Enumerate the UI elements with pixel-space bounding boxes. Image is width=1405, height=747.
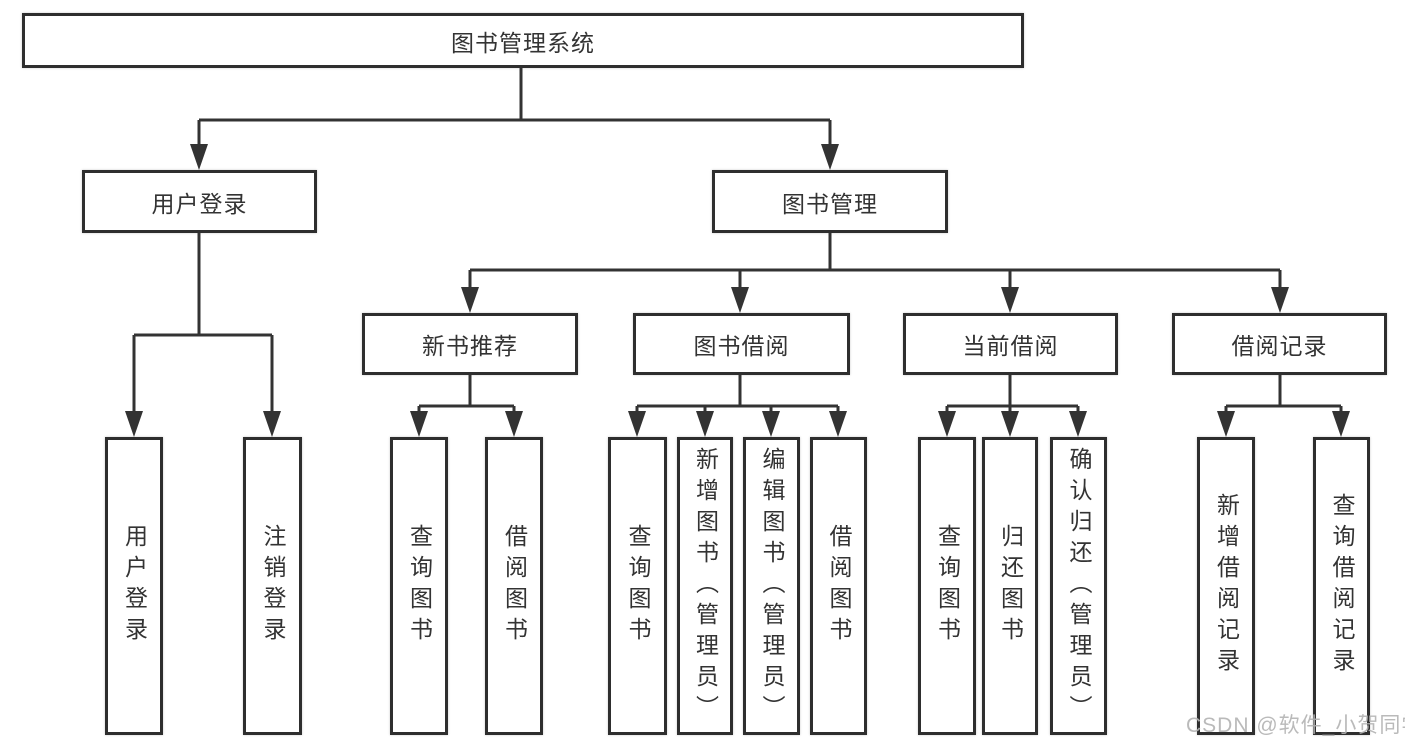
leaf-borrow-books: 借阅图书 xyxy=(810,437,867,735)
leaf-query-books-current: 查询图书 xyxy=(918,437,976,735)
node-label: 图书借阅 xyxy=(693,333,790,359)
leaf-confirm-return-admin: 确认归还（管理员） xyxy=(1050,437,1107,735)
leaf-logout: 注销登录 xyxy=(243,437,302,735)
node-label: 新增图书（管理员） xyxy=(692,446,719,726)
node-label: 查询图书 xyxy=(625,524,651,648)
leaf-query-books-recommend: 查询图书 xyxy=(390,437,448,735)
leaf-user-login: 用户登录 xyxy=(105,437,163,735)
leaf-edit-books-admin: 编辑图书（管理员） xyxy=(743,437,800,735)
node-book-borrowing: 图书借阅 xyxy=(633,313,850,375)
node-label: 新增借阅记录 xyxy=(1213,493,1240,679)
node-label: 图书管理 xyxy=(782,190,878,217)
node-book-management: 图书管理 xyxy=(712,170,948,233)
leaf-return-books: 归还图书 xyxy=(982,437,1038,735)
node-label: 当前借阅 xyxy=(962,333,1059,359)
node-label: 查询图书 xyxy=(406,524,433,648)
node-label: 确认归还（管理员） xyxy=(1066,446,1092,726)
node-label: 图书管理系统 xyxy=(451,29,595,56)
node-label: 注销登录 xyxy=(260,524,286,648)
leaf-borrow-books-recommend: 借阅图书 xyxy=(485,437,543,735)
leaf-query-borrow-record: 查询借阅记录 xyxy=(1313,437,1370,735)
node-library-management-system: 图书管理系统 xyxy=(22,13,1024,68)
leaf-add-books-admin: 新增图书（管理员） xyxy=(677,437,733,735)
node-user-login: 用户登录 xyxy=(82,170,317,233)
node-label: 借阅记录 xyxy=(1231,333,1328,359)
node-new-book-recommend: 新书推荐 xyxy=(362,313,578,375)
node-label: 用户登录 xyxy=(121,524,148,648)
node-label: 新书推荐 xyxy=(422,333,518,359)
node-label: 借阅图书 xyxy=(826,524,852,648)
node-borrowing-records: 借阅记录 xyxy=(1172,313,1387,375)
node-current-borrowing: 当前借阅 xyxy=(903,313,1118,375)
leaf-query-books-borrowing: 查询图书 xyxy=(608,437,667,735)
csdn-watermark: CSDN @软件_小贺同学 xyxy=(1186,714,1405,737)
node-label: 查询借阅记录 xyxy=(1329,493,1355,679)
node-label: 借阅图书 xyxy=(501,524,528,648)
node-label: 用户登录 xyxy=(151,190,248,217)
node-label: 编辑图书（管理员） xyxy=(759,446,785,726)
node-label: 查询图书 xyxy=(934,524,961,648)
leaf-add-borrow-record: 新增借阅记录 xyxy=(1197,437,1255,735)
node-label: 归还图书 xyxy=(997,524,1024,648)
